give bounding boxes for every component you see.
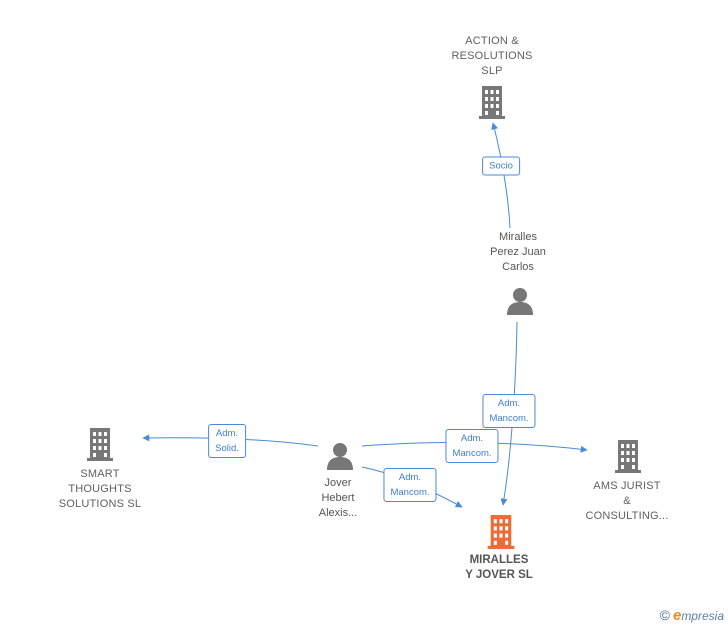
edge-label-adm-mancom[interactable]: Adm. Mancom.: [445, 429, 499, 463]
building-icon: [487, 515, 515, 549]
edge-socio: [491, 122, 511, 229]
brand-logo-text: mpresia: [681, 609, 724, 623]
node-label: AMS JURIST & CONSULTING...: [585, 480, 669, 522]
brand-logo-e: e: [672, 607, 682, 624]
edge-label-adm-solid[interactable]: Adm. Solid.: [208, 424, 246, 458]
edge-label-adm-mancom[interactable]: Adm. Mancom.: [383, 468, 437, 502]
empresia-watermark: ©empresia: [660, 607, 724, 624]
building-icon: [479, 86, 505, 119]
building-icon: [87, 428, 113, 461]
node-label: Jover Hebert Alexis...: [318, 477, 358, 519]
building-icon: [615, 440, 641, 473]
edge-label-adm-mancom[interactable]: Adm. Mancom.: [482, 394, 536, 428]
edge-label-socio[interactable]: Socio: [482, 156, 520, 176]
person-icon: [327, 443, 353, 470]
node-label: MIRALLES Y JOVER SL: [465, 554, 533, 581]
copyright-icon: ©: [659, 607, 670, 623]
person-icon: [507, 288, 533, 315]
node-label: ACTION & RESOLUTIONS SLP: [451, 35, 533, 77]
node-label: Miralles Perez Juan Carlos: [490, 231, 546, 273]
node-label: SMART THOUGHTS SOLUTIONS SL: [58, 468, 142, 510]
